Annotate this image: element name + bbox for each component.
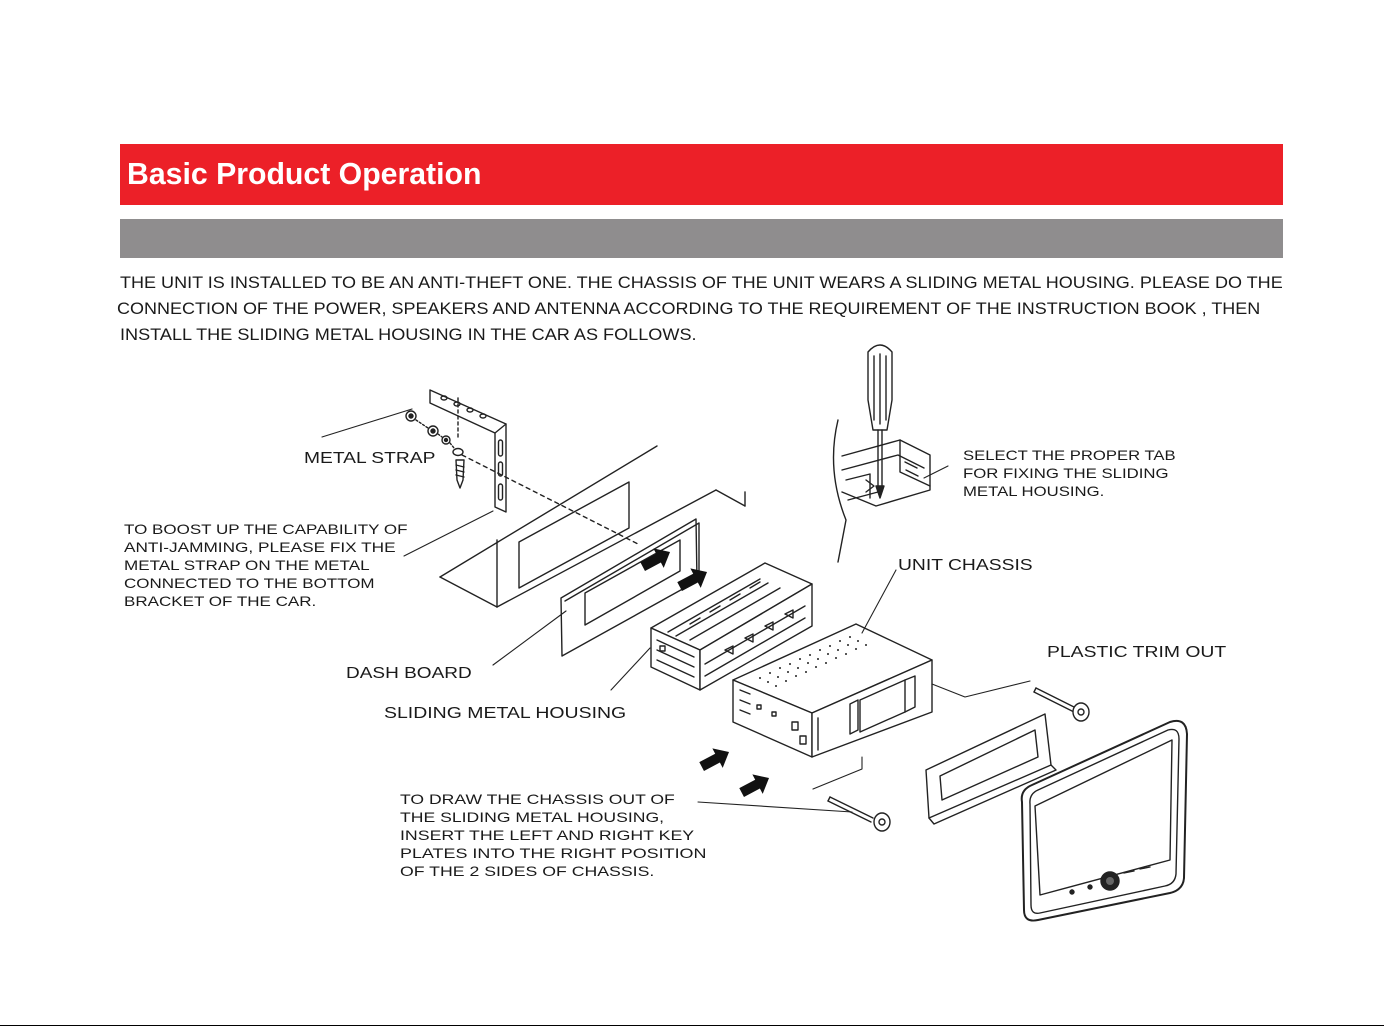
note-select-tab-line: FOR FIXING THE SLIDING xyxy=(963,465,1169,481)
section-header-bar: Basic Product Operation xyxy=(120,144,1283,205)
note-draw-chassis-line: INSERT THE LEFT AND RIGHT KEY xyxy=(400,827,695,843)
arrow-icon xyxy=(677,568,708,591)
screw xyxy=(455,459,465,489)
assembly-guide-line xyxy=(461,454,641,546)
intro-line-3: INSTALL THE SLIDING METAL HOUSING IN THE… xyxy=(120,325,697,344)
label-unit-chassis: UNIT CHASSIS xyxy=(898,557,1033,574)
insertion-arrows xyxy=(640,548,770,797)
label-sliding-metal-housing: SLIDING METAL HOUSING xyxy=(384,705,627,722)
note-anti-jamming-line: METAL STRAP ON THE METAL xyxy=(124,557,370,573)
note-anti-jamming-line: ANTI-JAMMING, PLEASE FIX THE xyxy=(124,539,396,555)
plastic-trim-frame xyxy=(925,713,1057,825)
note-anti-jamming-line: BRACKET OF THE CAR. xyxy=(124,593,317,609)
unit-chassis-part xyxy=(732,623,933,758)
dash-board-part xyxy=(439,445,746,608)
metal-strap-part xyxy=(429,389,507,513)
note-draw-chassis-line: THE SLIDING METAL HOUSING, xyxy=(400,809,665,825)
note-anti-jamming-line: CONNECTED TO THE BOTTOM xyxy=(124,575,375,591)
leader-key-lower xyxy=(812,756,863,790)
note-draw-chassis-line: TO DRAW THE CHASSIS OUT OF xyxy=(400,791,675,807)
intro-line-1: THE UNIT IS INSTALLED TO BE AN ANTI-THEF… xyxy=(120,273,1283,292)
note-draw-chassis-line: PLATES INTO THE RIGHT POSITION xyxy=(400,845,707,861)
chassis-vent-dots xyxy=(759,636,867,687)
leader-unit-chassis xyxy=(861,569,897,634)
arrow-icon xyxy=(699,748,730,771)
leader-metal-strap xyxy=(321,408,413,438)
note-select-tab-line: SELECT THE PROPER TAB xyxy=(963,447,1176,463)
washer xyxy=(452,447,464,457)
leader-sliding-housing xyxy=(610,647,651,691)
page-bottom-rule xyxy=(0,1025,1384,1026)
front-panel-display xyxy=(1034,739,1173,896)
label-plastic-trim-out: PLASTIC TRIM OUT xyxy=(1047,644,1227,661)
section-title: Basic Product Operation xyxy=(127,156,482,191)
screws-and-washers xyxy=(405,410,641,546)
label-metal-strap: METAL STRAP xyxy=(304,450,436,467)
intro-line-2: CONNECTION OF THE POWER, SPEAKERS AND AN… xyxy=(117,299,1261,318)
nut xyxy=(405,410,417,422)
subsection-bar xyxy=(120,219,1283,258)
tab-fixing-inset xyxy=(832,344,931,563)
removal-key-lower xyxy=(827,796,891,832)
removal-key-upper xyxy=(1033,687,1090,722)
front-panel xyxy=(1020,719,1188,922)
leader-key-upper xyxy=(931,680,1031,698)
note-draw-chassis-line: OF THE 2 SIDES OF CHASSIS. xyxy=(400,863,655,879)
leader-anti-jamming xyxy=(403,510,494,557)
washer xyxy=(441,435,451,445)
washer xyxy=(427,425,439,437)
arrow-icon xyxy=(739,774,770,797)
leader-select-tab xyxy=(923,465,949,479)
leader-draw-chassis xyxy=(697,801,853,813)
arrow-icon xyxy=(640,548,671,571)
note-select-tab-line: METAL HOUSING. xyxy=(963,483,1105,499)
leader-lines xyxy=(321,408,1031,813)
leader-dash-board xyxy=(492,610,567,666)
sliding-metal-housing-part xyxy=(650,562,813,691)
label-dash-board: DASH BOARD xyxy=(346,665,472,682)
note-anti-jamming-line: TO BOOST UP THE CAPABILITY OF xyxy=(124,521,408,537)
dash-board-opening xyxy=(518,481,630,589)
